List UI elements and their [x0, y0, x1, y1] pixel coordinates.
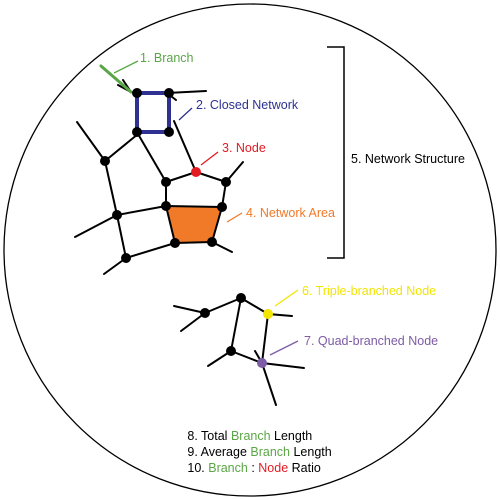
- metric-9-suffix: Length: [290, 445, 332, 459]
- metric-8-suffix: Length: [271, 429, 313, 443]
- metric-8-branch: Branch: [231, 429, 271, 443]
- node-dot: [112, 210, 122, 220]
- label-network-structure: 5. Network Structure: [351, 152, 465, 166]
- upper-network: [74, 60, 244, 275]
- quad-node-leader: [269, 340, 299, 356]
- metric-branch-node-ratio: 10. Branch : Node Ratio: [170, 461, 331, 475]
- node-dot: [164, 127, 174, 137]
- node-dot: [161, 177, 171, 187]
- closed-network-leader: [178, 107, 193, 121]
- label-quad-branched-node: 7. Quad-branched Node: [304, 334, 438, 348]
- metric-10-branch: Branch: [208, 461, 248, 475]
- metric-10-suffix: Ratio: [288, 461, 321, 475]
- metric-9-branch: Branch: [250, 445, 290, 459]
- metric-9-prefix: 9. Average: [187, 445, 250, 459]
- branch-leader: [113, 60, 139, 74]
- outer-circle: [3, 3, 497, 497]
- node-dot: [221, 177, 231, 187]
- branch-lines: [74, 79, 244, 275]
- closed-network-highlight: [135, 91, 171, 134]
- metric-10-separator: :: [248, 461, 258, 475]
- metric-total-branch-length: 8. Total Branch Length: [170, 429, 323, 443]
- node-dot: [121, 253, 131, 263]
- label-node: 3. Node: [222, 141, 266, 155]
- node-dot: [200, 308, 210, 318]
- metric-average-branch-length: 9. Average Branch Length: [170, 445, 342, 459]
- quad-branched-node: [257, 358, 267, 368]
- node-dot: [207, 237, 217, 247]
- node-dot: [217, 202, 227, 212]
- metric-10-node: Node: [258, 461, 288, 475]
- label-branch: 1. Branch: [140, 51, 194, 65]
- metric-8-prefix: 8. Total: [187, 429, 231, 443]
- label-closed-network: 2. Closed Network: [196, 98, 299, 112]
- node-leader: [200, 151, 219, 166]
- label-network-area: 4. Network Area: [246, 206, 335, 220]
- node-dot: [170, 238, 180, 248]
- network-area-fill: [166, 206, 222, 243]
- upper-nodes: [100, 88, 231, 263]
- node-dot: [132, 88, 142, 98]
- node-dot: [164, 88, 174, 98]
- triple-node-leader: [274, 289, 299, 307]
- branch-highlight: [99, 64, 133, 94]
- lower-network: [173, 289, 305, 406]
- node-dot: [161, 201, 171, 211]
- node-dot: [100, 156, 110, 166]
- metric-10-prefix: 10.: [187, 461, 208, 475]
- lower-branch-lines: [173, 297, 305, 406]
- structure-bracket: [327, 46, 345, 259]
- node-dot: [236, 293, 246, 303]
- network-area-leader: [226, 212, 243, 223]
- node-dot: [132, 127, 142, 137]
- red-node: [191, 167, 201, 177]
- node-dot: [226, 346, 236, 356]
- triple-branched-node: [263, 309, 273, 319]
- label-triple-branched-node: 6. Triple-branched Node: [302, 284, 436, 298]
